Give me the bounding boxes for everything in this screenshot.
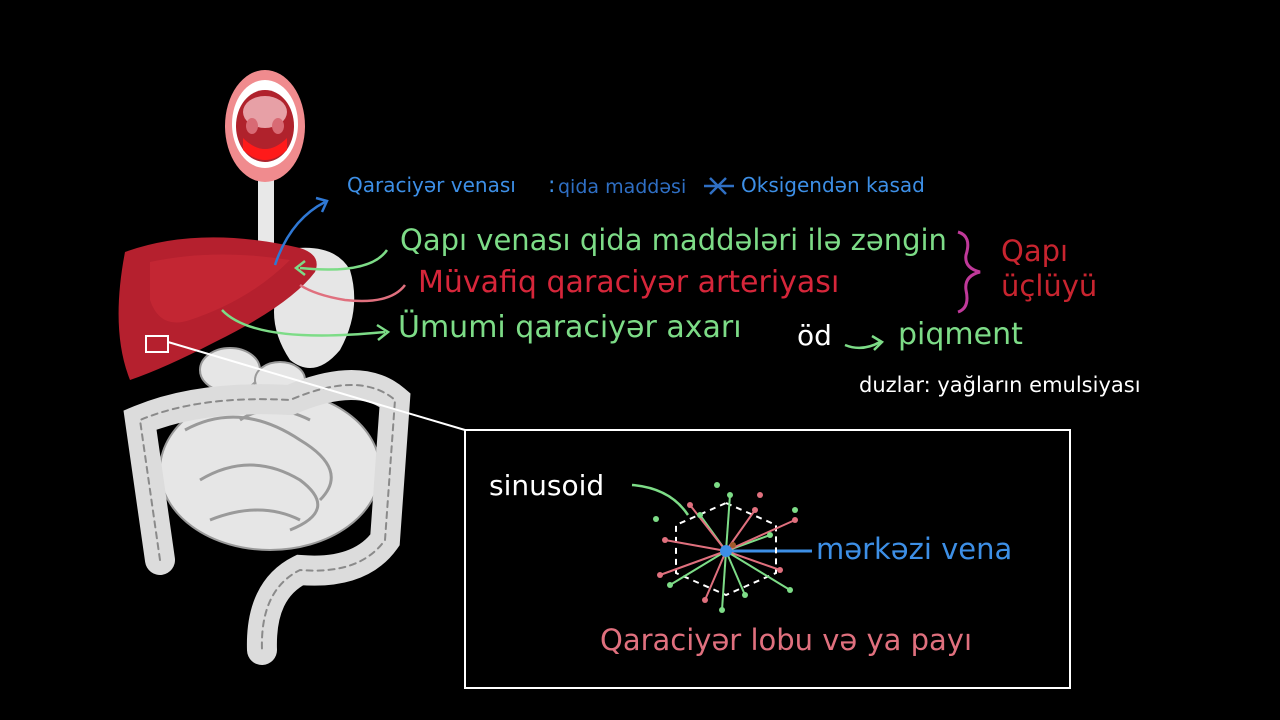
- hepatic-artery-arrow: [299, 283, 406, 303]
- portal-vein-label: Qapı venası qida maddələri ilə zəngin: [400, 223, 947, 257]
- hepatic-vein-label: Qaraciyər venası: [347, 173, 516, 197]
- sinusoid-pointer-arrow: [631, 483, 690, 516]
- bile-pigment-arrow: [844, 340, 881, 350]
- liver-lobule-diagram: [653, 482, 798, 613]
- sinusoid-label: sinusoid: [489, 469, 605, 502]
- hepatic-vein-arrow: [273, 200, 326, 266]
- bile-salts-label: duzlar: yağların emulsiyası: [859, 373, 1141, 397]
- pigment-label: piqment: [898, 317, 1023, 352]
- bile-duct-label: Ümumi qaraciyər axarı: [398, 310, 742, 345]
- bile-label: öd: [797, 319, 832, 352]
- zoom-panel-frame: [464, 429, 1071, 689]
- liver-lobule-label: Qaraciyər lobu və ya payı: [600, 623, 973, 657]
- mouth-icon: [225, 70, 305, 265]
- nutrients-label: qida maddəsi: [558, 176, 687, 198]
- portal-triad-label-line1: Qapı: [1001, 234, 1069, 268]
- oxygen-poor-label: Oksigendən kasad: [741, 173, 925, 197]
- separator-colon: :: [548, 173, 556, 198]
- central-vein-dot: [720, 545, 732, 557]
- portal-vein-arrow: [299, 249, 389, 271]
- portal-triad-label-line2: üçlüyü: [1001, 269, 1098, 303]
- liver-sample-box: [145, 335, 169, 353]
- bile-duct-arrow: [221, 309, 386, 337]
- hepatic-artery-label: Müvafiq qaraciyər arteriyası: [418, 265, 840, 300]
- large-intestine-shape: [123, 370, 411, 665]
- portal-triad-bracket: [957, 230, 981, 314]
- zoom-line-top: [167, 341, 466, 431]
- star-cross-icon: [704, 177, 734, 195]
- central-vein-label: mərkəzi vena: [816, 532, 1013, 566]
